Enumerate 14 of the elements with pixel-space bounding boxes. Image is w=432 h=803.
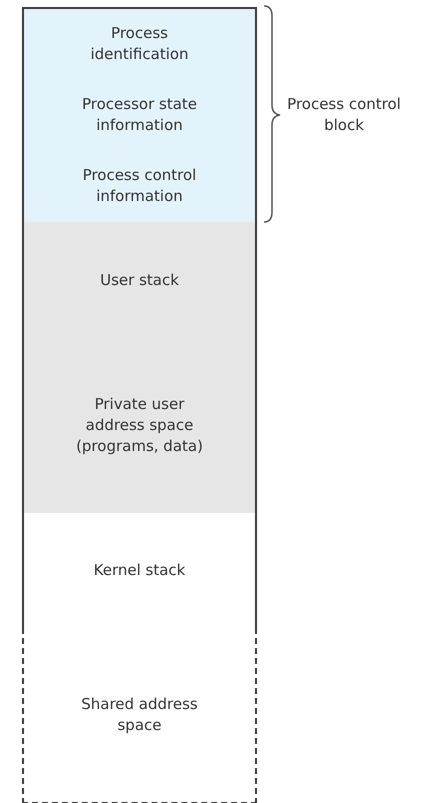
- memory-region-box: [22, 7, 257, 81]
- memory-region-box: [22, 338, 257, 515]
- region-label: Private user address space (programs, data): [75, 394, 204, 457]
- region-label: Process identification: [89, 23, 190, 65]
- region-label: Shared address space: [80, 694, 199, 736]
- region-label: User stack: [100, 270, 179, 290]
- memory-region-box: [22, 222, 257, 340]
- region-label: Kernel stack: [94, 560, 186, 581]
- memory-region-box: [22, 150, 257, 224]
- memory-region-box: [22, 628, 257, 803]
- bracket-label: Process control block: [286, 94, 402, 136]
- memory-region-box: [22, 513, 257, 630]
- region-label: Processor state information: [80, 94, 198, 136]
- region-label: Process control information: [82, 165, 198, 207]
